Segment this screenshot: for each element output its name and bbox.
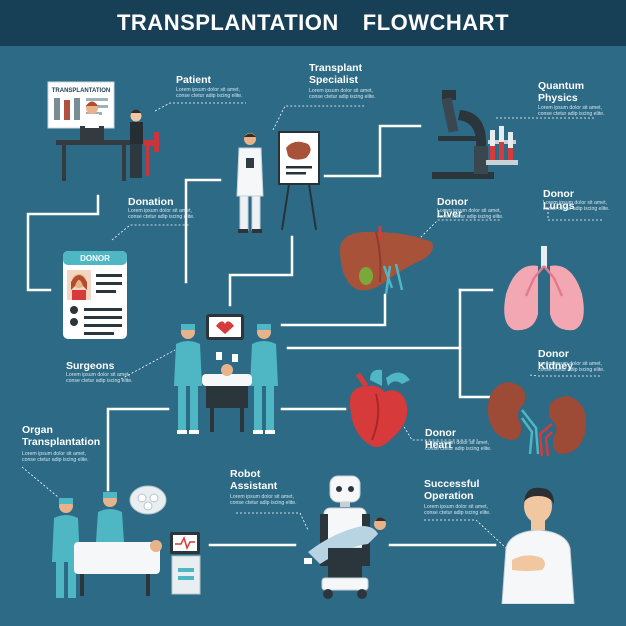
organ-transplant-illustration: [52, 485, 201, 598]
card-text: DONOR: [80, 254, 110, 263]
organ-desc: Lorem ipsum dolor sit amet,conse ctetur …: [22, 451, 89, 464]
connector-surgeons-organ: [106, 407, 170, 492]
liver-desc: Lorem ipsum dolor sit amet,conse ctetur …: [437, 208, 504, 221]
specialist-desc: Lorem ipsum dolor sit amet,conse ctetur …: [309, 88, 376, 101]
successful-patient-illustration: [501, 487, 575, 604]
connector-surgeons-liver: [280, 293, 387, 327]
heart-label: Donor Heart: [425, 427, 456, 451]
surgeons-label: Surgeons: [66, 360, 115, 372]
title-word-2: FLOWCHART: [362, 10, 510, 35]
patient-label: Patient: [176, 74, 212, 86]
robot-icon: [304, 475, 386, 599]
liver-icon: [340, 226, 433, 295]
surgical-lamp-icon: [129, 485, 167, 515]
donation-label: Donation: [128, 196, 174, 208]
specialist-illustration: [236, 131, 320, 233]
kidney-label: Donor Kidney: [538, 348, 574, 372]
success-desc: Lorem ipsum dolor sit amet,conse ctetur …: [424, 504, 491, 517]
title-word-1: TRANSPLANTATION: [116, 10, 339, 35]
lungs-icon: [504, 246, 584, 331]
patient-illustration: TRANSPLANTATION: [47, 81, 159, 181]
liver-label: Donor Liver: [437, 196, 468, 220]
connector-specialist-surgeons: [228, 235, 294, 307]
donation-desc: Lorem ipsum dolor sit amet,conse ctetur …: [128, 208, 195, 221]
robot-desc: Lorem ipsum dolor sit amet,conse ctetur …: [230, 494, 297, 507]
surgeons-illustration: [174, 314, 278, 434]
page-title: TRANSPLANTATION FLOWCHART: [0, 10, 626, 36]
connector-donation-surgeons: [184, 178, 222, 284]
kidney-desc: Lorem ipsum dolor sit amet,conse ctetur …: [538, 361, 605, 374]
connector-branch-lungs: [458, 288, 494, 399]
connector-specialist-quantum: [323, 124, 422, 178]
donor-card-icon: DONOR: [63, 251, 127, 339]
heart-icon: [349, 369, 410, 448]
heart-desc: Lorem ipsum dolor sit amet,conse ctetur …: [425, 440, 492, 453]
title-bar: [0, 0, 626, 46]
quantum-desc: Lorem ipsum dolor sit amet,conse ctetur …: [538, 105, 605, 118]
kidney-icon: [487, 382, 587, 457]
lungs-desc: Lorem ipsum dolor sit amet,conse ctetur …: [543, 200, 610, 213]
patient-desc: Lorem ipsum dolor sit amet,conse ctetur …: [176, 87, 243, 100]
connector-patient-donation: [26, 194, 100, 292]
board-text: TRANSPLANTATION: [52, 88, 110, 94]
microscope-icon: [432, 90, 518, 179]
monitor-icon: [170, 532, 201, 595]
lungs-label: Donor Lungs: [543, 188, 575, 212]
surgeons-desc: Lorem ipsum dolor sit amet,conse ctetur …: [66, 372, 133, 385]
